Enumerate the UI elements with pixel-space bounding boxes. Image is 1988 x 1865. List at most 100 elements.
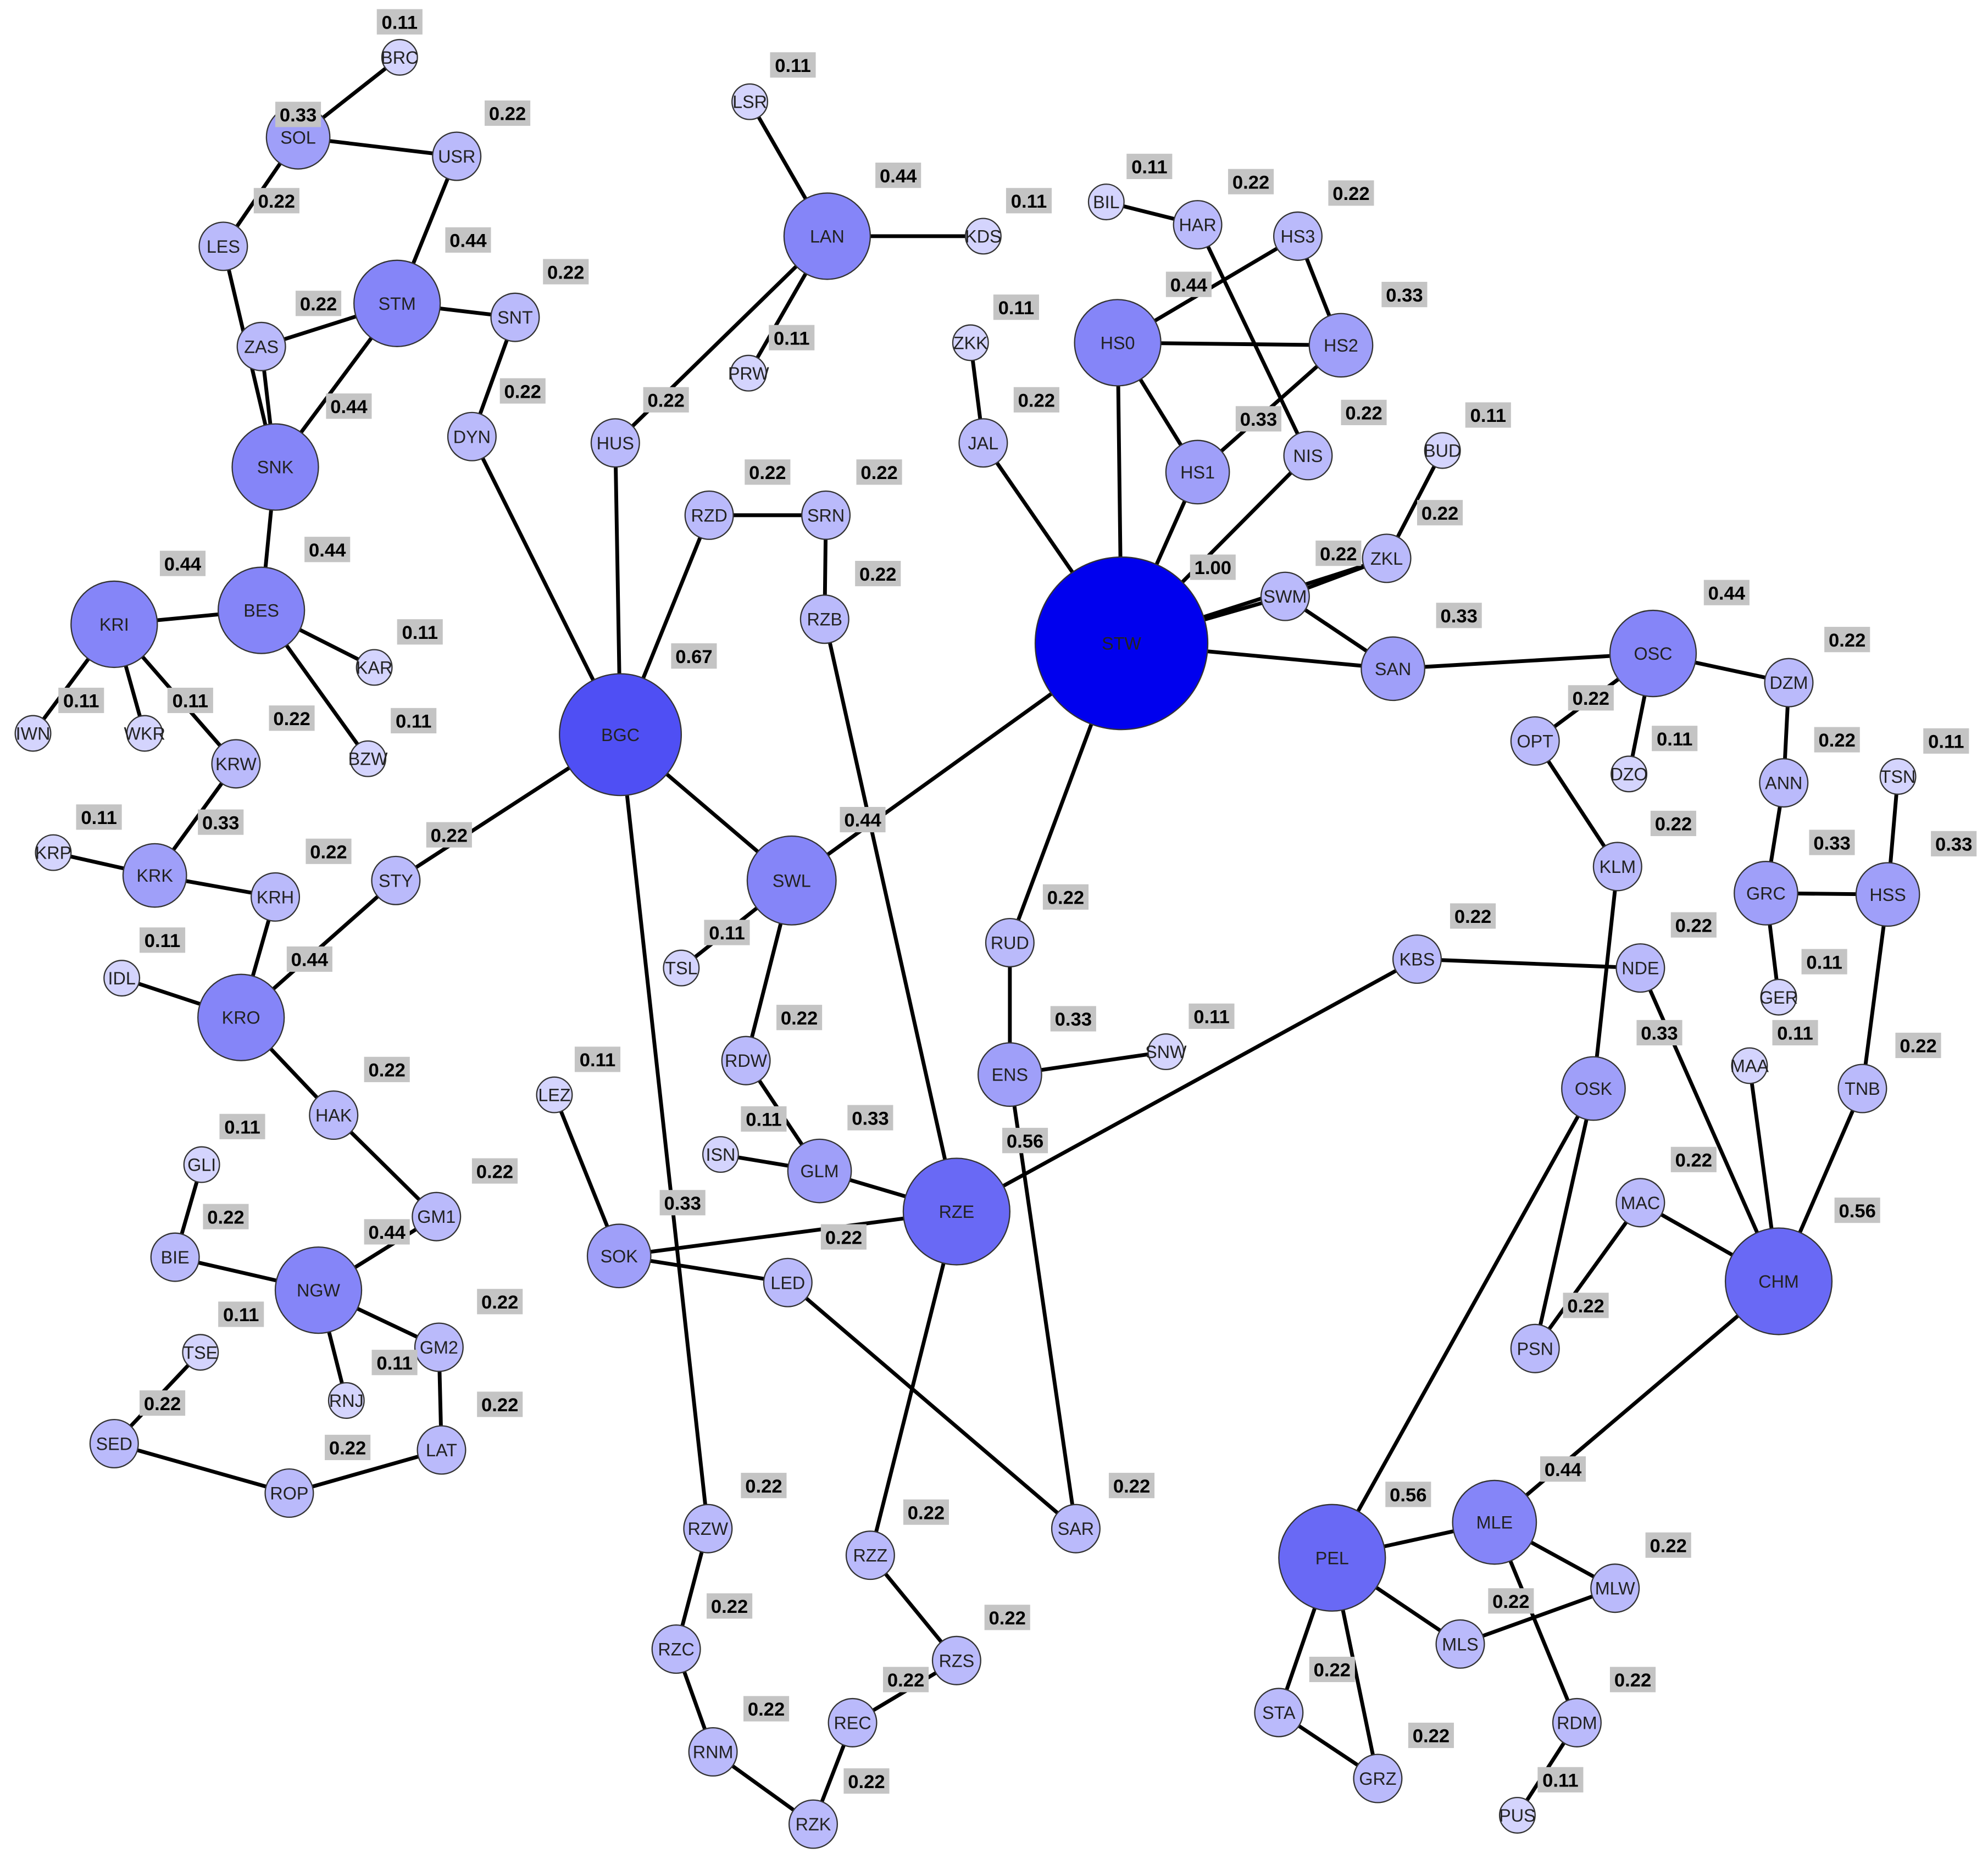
node-krk[interactable] xyxy=(122,843,187,908)
node-hs3[interactable] xyxy=(1273,211,1323,261)
node-sok[interactable] xyxy=(586,1223,652,1289)
node-kro[interactable] xyxy=(197,973,285,1061)
node-bud[interactable] xyxy=(1424,432,1461,469)
node-osc[interactable] xyxy=(1609,609,1697,698)
node-ger[interactable] xyxy=(1760,978,1797,1016)
node-swl[interactable] xyxy=(746,835,837,926)
node-snw[interactable] xyxy=(1147,1033,1185,1071)
node-snt[interactable] xyxy=(490,292,540,342)
node-zkl[interactable] xyxy=(1362,533,1412,583)
node-san[interactable] xyxy=(1360,636,1426,702)
node-har[interactable] xyxy=(1173,200,1223,250)
node-iwn[interactable] xyxy=(14,715,52,752)
node-krp[interactable] xyxy=(35,834,72,871)
node-ens[interactable] xyxy=(977,1042,1042,1107)
node-sed[interactable] xyxy=(89,1418,139,1468)
node-grz[interactable] xyxy=(1353,1753,1403,1803)
node-chm[interactable] xyxy=(1724,1227,1833,1335)
node-nde[interactable] xyxy=(1615,943,1665,993)
node-wkr[interactable] xyxy=(126,715,163,752)
node-kar[interactable] xyxy=(356,649,393,686)
node-rzk[interactable] xyxy=(788,1799,838,1849)
node-mle[interactable] xyxy=(1452,1479,1537,1565)
node-lez[interactable] xyxy=(536,1076,573,1114)
node-maa[interactable] xyxy=(1731,1047,1768,1084)
node-tsn[interactable] xyxy=(1879,758,1917,795)
node-glm[interactable] xyxy=(787,1138,852,1204)
node-klm[interactable] xyxy=(1592,842,1642,892)
node-tsl[interactable] xyxy=(663,949,700,987)
node-dyn[interactable] xyxy=(447,411,497,461)
node-hss[interactable] xyxy=(1855,862,1920,927)
node-hak[interactable] xyxy=(309,1090,359,1140)
node-ann[interactable] xyxy=(1759,758,1809,808)
node-rzs[interactable] xyxy=(931,1635,981,1685)
node-osk[interactable] xyxy=(1561,1056,1626,1121)
node-gli[interactable] xyxy=(183,1146,220,1183)
node-mls[interactable] xyxy=(1435,1619,1485,1669)
node-rnj[interactable] xyxy=(327,1382,365,1419)
node-rdm[interactable] xyxy=(1552,1697,1602,1747)
node-hs1[interactable] xyxy=(1165,439,1230,505)
node-rzb[interactable] xyxy=(799,594,849,644)
node-sta[interactable] xyxy=(1254,1688,1304,1738)
node-gm2[interactable] xyxy=(414,1322,464,1372)
node-sty[interactable] xyxy=(371,855,421,905)
node-bzw[interactable] xyxy=(349,740,387,777)
node-krh[interactable] xyxy=(251,872,301,922)
node-rze[interactable] xyxy=(902,1157,1011,1266)
node-psn[interactable] xyxy=(1510,1323,1560,1373)
node-rzw[interactable] xyxy=(683,1504,733,1554)
node-rzd[interactable] xyxy=(684,490,734,540)
node-lan[interactable] xyxy=(783,192,871,280)
node-mac[interactable] xyxy=(1615,1178,1665,1228)
node-pel[interactable] xyxy=(1278,1504,1386,1612)
node-les[interactable] xyxy=(198,221,248,271)
node-dzm[interactable] xyxy=(1764,658,1814,708)
node-jal[interactable] xyxy=(958,418,1008,468)
node-pus[interactable] xyxy=(1498,1796,1536,1834)
node-lsr[interactable] xyxy=(731,83,769,120)
node-bil[interactable] xyxy=(1087,183,1125,221)
node-tse[interactable] xyxy=(182,1334,219,1371)
node-bie[interactable] xyxy=(150,1232,200,1282)
node-ngw[interactable] xyxy=(274,1246,363,1334)
node-mlw[interactable] xyxy=(1590,1563,1640,1613)
node-rzc[interactable] xyxy=(651,1624,701,1674)
node-bes[interactable] xyxy=(217,566,306,654)
node-rzz[interactable] xyxy=(845,1530,895,1580)
node-stw[interactable] xyxy=(1034,556,1209,731)
node-dzo[interactable] xyxy=(1611,755,1648,793)
node-snk[interactable] xyxy=(231,423,319,511)
node-nis[interactable] xyxy=(1283,431,1333,481)
node-sar[interactable] xyxy=(1051,1504,1101,1554)
node-grc[interactable] xyxy=(1734,861,1798,926)
node-rdw[interactable] xyxy=(721,1036,771,1085)
node-kri[interactable] xyxy=(70,580,158,669)
node-kbs[interactable] xyxy=(1392,934,1442,984)
node-usr[interactable] xyxy=(432,131,482,181)
node-idl[interactable] xyxy=(103,960,141,997)
node-rnm[interactable] xyxy=(688,1727,738,1777)
node-zas[interactable] xyxy=(236,321,286,371)
node-lat[interactable] xyxy=(417,1425,467,1475)
node-rud[interactable] xyxy=(985,917,1035,967)
node-brc[interactable] xyxy=(381,38,418,76)
node-rop[interactable] xyxy=(264,1468,314,1518)
node-hs0[interactable] xyxy=(1074,299,1162,387)
node-srn[interactable] xyxy=(801,490,851,540)
node-kds[interactable] xyxy=(964,218,1002,255)
node-swm[interactable] xyxy=(1260,571,1310,621)
node-bgc[interactable] xyxy=(559,673,682,797)
node-isn[interactable] xyxy=(702,1136,739,1173)
node-rec[interactable] xyxy=(828,1697,878,1747)
node-led[interactable] xyxy=(763,1257,813,1307)
node-hus[interactable] xyxy=(590,418,640,468)
node-krw[interactable] xyxy=(211,739,261,789)
node-opt[interactable] xyxy=(1510,716,1560,766)
node-tnb[interactable] xyxy=(1837,1064,1887,1114)
node-gm1[interactable] xyxy=(412,1192,462,1242)
node-stm[interactable] xyxy=(353,259,441,347)
node-zkk[interactable] xyxy=(952,324,989,361)
node-prw[interactable] xyxy=(730,354,767,392)
